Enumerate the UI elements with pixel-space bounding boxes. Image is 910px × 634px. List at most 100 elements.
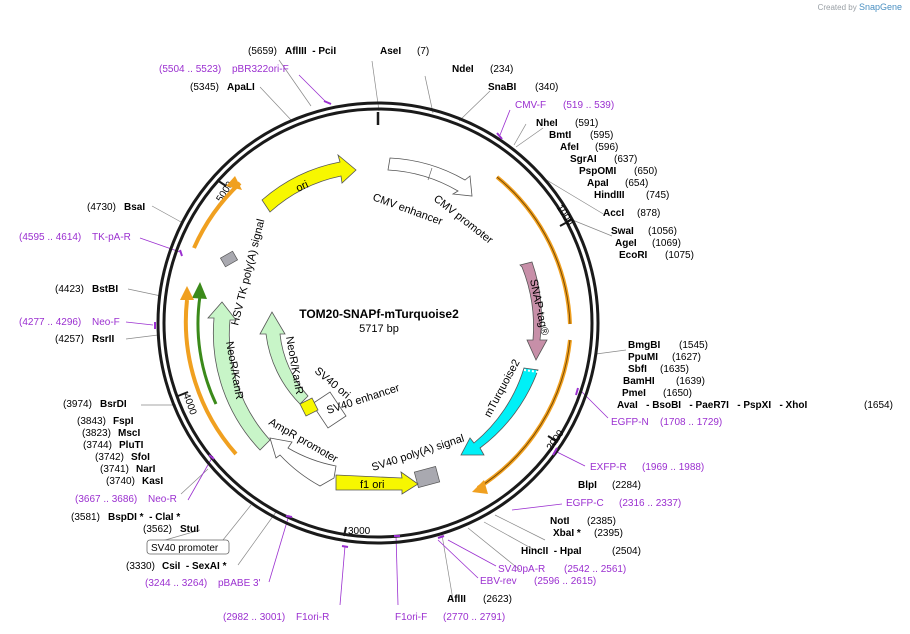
hincII-hpaI-name: HincII - HpaI — [521, 546, 582, 557]
stuI-pos: (3562) — [143, 524, 172, 535]
aflII-pos: (2623) — [483, 594, 512, 605]
cmv-enhancer-label: CMV enhancer — [371, 192, 444, 228]
sv40-polya-label: SV40 poly(A) signal — [370, 433, 466, 474]
bmgBI-name: BmgBI — [628, 340, 660, 351]
f1-ori-feature — [335, 471, 419, 495]
sv40-promoter-box — [146, 539, 230, 555]
aflIII-pciI-name: AflIII - PciI — [285, 46, 336, 57]
apaI-name: ApaI — [587, 178, 609, 189]
sv40-promoter-text: SV40 promoter — [151, 543, 219, 554]
site-labels: (5659) AflIII - PciI AseI (7) NdeI (234)… — [19, 46, 893, 623]
sbfI-name: SbfI — [628, 364, 647, 375]
notI-name: NotI — [550, 516, 570, 527]
backbone-outer — [156, 101, 600, 545]
pbr322-pos: (5504 .. 5523) — [159, 64, 221, 75]
neokanr-outer-feature — [207, 301, 271, 451]
cmvF-name: CMV-F — [515, 100, 546, 111]
exfpR-pos: (1969 .. 1988) — [642, 462, 704, 473]
swaI-name: SwaI — [611, 226, 634, 237]
narI-name: NarI — [136, 464, 156, 475]
kasI-pos: (3740) — [106, 476, 135, 487]
sv40-ori-feature — [299, 397, 319, 417]
pmeI-name: PmeI — [622, 388, 646, 399]
f1oriR-name: F1ori-R — [296, 612, 329, 623]
neokanr-inner-feature — [259, 311, 309, 405]
credit: Created by SnapGene — [818, 2, 902, 12]
notI-pos: (2385) — [587, 516, 616, 527]
swaI-pos: (1056) — [648, 226, 677, 237]
pspOMI-name: PspOMI — [579, 166, 616, 177]
ndeI-name: NdeI — [452, 64, 474, 75]
f1oriR-pos: (2982 .. 3001) — [223, 612, 285, 623]
f1oriF-pos: (2770 .. 2791) — [443, 612, 505, 623]
xbaI-name: XbaI * — [553, 528, 581, 539]
pbr322-name: pBR322ori-F — [232, 64, 289, 75]
hsv-tk-label: HSV TK poly(A) signal — [229, 218, 267, 327]
bsrDI-pos: (3974) — [63, 399, 92, 410]
blpI-name: BlpI — [578, 480, 597, 491]
egfpC-pos: (2316 .. 2337) — [619, 498, 681, 509]
pbabe3-pos: (3244 .. 3264) — [145, 578, 207, 589]
sfoI-name: SfoI — [131, 452, 150, 463]
ori-feature — [261, 153, 357, 213]
accI-pos: (878) — [637, 208, 660, 219]
ori-label: ori — [294, 179, 310, 195]
bsaI-pos: (4730) — [87, 202, 116, 213]
neo-arc-left — [183, 299, 238, 456]
rsrII-pos: (4257) — [55, 334, 84, 345]
mscI-name: MscI — [118, 428, 140, 439]
cmvF-pos: (519 .. 539) — [563, 100, 614, 111]
cmv-feature — [387, 157, 473, 197]
snaBI-pos: (340) — [535, 82, 558, 93]
snaBI-name: SnaBI — [488, 82, 517, 93]
neoR-name: Neo-R — [148, 494, 177, 505]
neoR-pos: (3667 .. 3686) — [75, 494, 137, 505]
ebvRev-pos: (2596 .. 2615) — [534, 576, 596, 587]
bsaI-name: BsaI — [124, 202, 145, 213]
sv40-polya-box — [413, 465, 441, 489]
csiI-sexAI-pos: (3330) — [126, 561, 155, 572]
primer-marks — [154, 100, 579, 548]
nheI-pos: (591) — [575, 118, 598, 129]
tkpaR-pos: (4595 .. 4614) — [19, 232, 81, 243]
ageI-pos: (1069) — [652, 238, 681, 249]
bstBI-name: BstBI — [92, 284, 118, 295]
plasmid-size: 5717 bp — [359, 323, 399, 335]
pluTI-pos: (3744) — [83, 440, 112, 451]
hincII-hpaI-pos: (2504) — [612, 546, 641, 557]
sv40paR-pos: (2542 .. 2561) — [564, 564, 626, 575]
csiI-sexAI-name: CsiI - SexAI * — [162, 561, 227, 572]
f1-ori-label: f1 ori — [360, 479, 384, 491]
accI-name: AccI — [603, 208, 624, 219]
ppuMI-name: PpuMI — [628, 352, 658, 363]
bamHI-name: BamHI — [623, 376, 655, 387]
aflII-name: AflII — [447, 594, 466, 605]
nheI-name: NheI — [536, 118, 558, 129]
ecoRI-pos: (1075) — [665, 250, 694, 261]
egfpN-pos: (1708 .. 1729) — [660, 417, 722, 428]
avaI-group-name: AvaI - BsoBI - PaeR7I - PspXI - XhoI — [617, 400, 807, 411]
hindIII-name: HindIII — [594, 190, 625, 201]
narI-pos: (3741) — [100, 464, 129, 475]
ebvRev-name: EBV-rev — [480, 576, 517, 587]
afeI-pos: (596) — [595, 142, 618, 153]
exfpR-name: EXFP-R — [590, 462, 627, 473]
stuI-name: StuI — [180, 524, 199, 535]
ecoRI-name: EcoRI — [619, 250, 648, 261]
apaLI-name: ApaLI — [227, 82, 255, 93]
egfpC-name: EGFP-C — [566, 498, 604, 509]
sgrAI-name: SgrAI — [570, 154, 597, 165]
ageI-name: AgeI — [615, 238, 637, 249]
bamHI-pos: (1639) — [676, 376, 705, 387]
fspI-name: FspI — [113, 416, 134, 427]
neoF-pos: (4277 .. 4296) — [19, 317, 81, 328]
pbabe3-name: pBABE 3' — [218, 578, 261, 589]
plasmid-name: TOM20-SNAPf-mTurquoise2 — [299, 307, 459, 321]
bmgBI-pos: (1545) — [679, 340, 708, 351]
pmeI-pos: (1650) — [663, 388, 692, 399]
sfoI-pos: (3742) — [95, 452, 124, 463]
snapgene-logo: SnapGene — [858, 2, 902, 12]
backbone-inner — [162, 107, 594, 539]
tick-3000: 3000 — [348, 526, 371, 537]
